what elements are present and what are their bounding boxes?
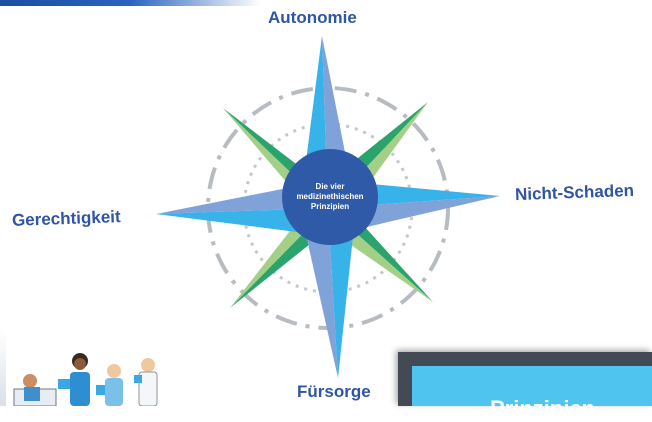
compass-rose-diagram [156,36,500,378]
medical-team-illustration [13,353,158,406]
header-accent-bar [0,0,652,6]
center-caption-line3: Prinzipien [310,202,350,211]
west-point-bottom [156,208,328,236]
center-caption-line1: Die vier [315,182,345,191]
center-caption-line2: medizinethischen [296,192,364,201]
label-autonomie: Autonomie [268,8,357,27]
panel-inner-area [412,366,652,406]
label-gerechtigkeit: Gerechtigkeit [11,207,121,230]
center-caption: Die vier medizinethischen Prinzipien [283,168,377,226]
label-fuersorge: Fürsorge [297,382,371,401]
south-point-right [328,208,356,378]
south-point-left [300,208,338,378]
bottom-right-panel: Prinzipien [398,352,652,421]
side-watermark [0,330,6,406]
label-nicht-schaden: Nicht-Schaden [514,180,635,205]
center-circle [282,149,378,245]
panel-title: Prinzipien [490,396,596,421]
